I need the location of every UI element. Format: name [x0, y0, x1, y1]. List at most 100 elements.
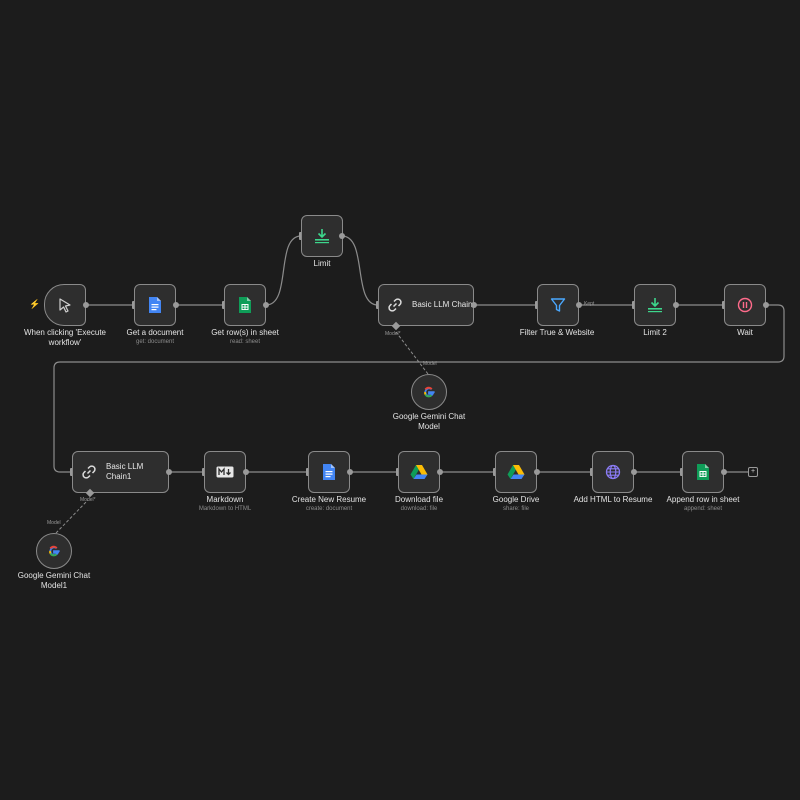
cursor-icon: [57, 297, 73, 313]
node-create-new-resume[interactable]: [308, 451, 350, 493]
google-g-icon: [47, 544, 61, 558]
google-drive-icon: [410, 464, 428, 480]
download-output-port[interactable]: [437, 469, 443, 475]
google-docs-icon: [322, 463, 336, 481]
chain1-output-port[interactable]: [166, 469, 172, 475]
chain-label: Basic LLM Chain: [412, 300, 473, 309]
chain-link-icon: [81, 464, 97, 480]
filter-output-port[interactable]: [576, 302, 582, 308]
getdoc-label: Get a document: [126, 328, 184, 337]
markdown-input-port[interactable]: [202, 468, 205, 476]
getrows-sub: read: sheet: [229, 339, 261, 345]
node-google-gemini1[interactable]: [36, 533, 72, 569]
pause-icon: [737, 297, 753, 313]
create-sub: create: document: [305, 506, 353, 512]
getdoc-input-port[interactable]: [132, 301, 135, 309]
limit2-label: Limit 2: [643, 328, 667, 337]
add-node-plus-button[interactable]: +: [748, 467, 758, 477]
chain-output-port[interactable]: [471, 302, 477, 308]
limit2-output-port[interactable]: [673, 302, 679, 308]
getrows-input-port[interactable]: [222, 301, 225, 309]
append-label: Append row in sheet: [666, 495, 740, 504]
gemini1-port-label: Model: [47, 520, 61, 526]
limit-label: Limit: [313, 259, 331, 268]
trigger-label: When clicking 'Execute workflow': [23, 328, 106, 347]
getdoc-output-port[interactable]: [173, 302, 179, 308]
wire-limit-chain: [341, 235, 379, 306]
limit2-input-port[interactable]: [632, 301, 635, 309]
download-input-port[interactable]: [396, 468, 399, 476]
chain-model-port-label: Model*: [385, 331, 401, 337]
node-google-drive[interactable]: [495, 451, 537, 493]
chain1-input-port[interactable]: [70, 468, 73, 476]
node-basic-llm-chain[interactable]: Basic LLM Chain: [378, 284, 474, 326]
drive-input-port[interactable]: [493, 468, 496, 476]
node-wait[interactable]: [724, 284, 766, 326]
node-manual-trigger[interactable]: [44, 284, 86, 326]
node-add-html[interactable]: [592, 451, 634, 493]
chain1-label: Basic LLM Chain1: [106, 462, 144, 481]
node-get-document[interactable]: [134, 284, 176, 326]
filter-label: Filter True & Website: [519, 328, 595, 337]
getdoc-sub: get: document: [135, 339, 175, 345]
node-basic-llm-chain1[interactable]: Basic LLM Chain1: [72, 451, 169, 493]
gemini-label: Google Gemini Chat Model: [392, 412, 466, 431]
create-output-port[interactable]: [347, 469, 353, 475]
append-sub: append: sheet: [683, 506, 723, 512]
globe-icon: [605, 464, 621, 480]
trigger-output-port[interactable]: [83, 302, 89, 308]
chain-link-icon: [387, 297, 403, 313]
drive-label: Google Drive: [492, 495, 540, 504]
node-filter[interactable]: [537, 284, 579, 326]
addhtml-output-port[interactable]: [631, 469, 637, 475]
wire-wait-chain1: [53, 304, 785, 473]
download-label: Download file: [394, 495, 444, 504]
wait-input-port[interactable]: [722, 301, 725, 309]
append-input-port[interactable]: [680, 468, 683, 476]
markdown-icon: [216, 466, 234, 478]
google-g-icon: [422, 385, 436, 399]
node-markdown[interactable]: [204, 451, 246, 493]
node-append-row[interactable]: [682, 451, 724, 493]
gemini1-label: Google Gemini Chat Model1: [17, 571, 91, 590]
node-get-rows[interactable]: [224, 284, 266, 326]
addhtml-input-port[interactable]: [590, 468, 593, 476]
google-sheets-icon: [238, 296, 252, 314]
chain-input-port[interactable]: [376, 301, 379, 309]
filter-icon: [550, 297, 566, 313]
limit-output-port[interactable]: [339, 233, 345, 239]
limit-icon: [313, 228, 331, 244]
wire-gemini-chain: [395, 331, 429, 375]
node-download-file[interactable]: [398, 451, 440, 493]
node-limit-2[interactable]: [634, 284, 676, 326]
trigger-bolt-icon: ⚡: [29, 299, 41, 309]
download-sub: download: file: [400, 506, 438, 512]
gemini-port-label: Model: [423, 361, 437, 367]
limit-icon: [646, 297, 664, 313]
append-output-port[interactable]: [721, 469, 727, 475]
drive-sub: share: file: [502, 506, 530, 512]
filter-input-port[interactable]: [535, 301, 538, 309]
node-limit[interactable]: [301, 215, 343, 257]
wait-output-port[interactable]: [763, 302, 769, 308]
wire-getrows-limit: [265, 235, 302, 306]
node-google-gemini[interactable]: [411, 374, 447, 410]
getrows-label: Get row(s) in sheet: [211, 328, 279, 337]
wait-label: Wait: [737, 328, 753, 337]
google-sheets-icon: [696, 463, 710, 481]
google-docs-icon: [148, 296, 162, 314]
limit-input-port[interactable]: [299, 232, 302, 240]
wire-gemini1-chain1: [55, 499, 89, 534]
drive-output-port[interactable]: [534, 469, 540, 475]
create-input-port[interactable]: [306, 468, 309, 476]
addhtml-label: Add HTML to Resume: [573, 495, 653, 504]
google-drive-icon: [507, 464, 525, 480]
filter-branch-label: Kept: [584, 301, 595, 307]
markdown-output-port[interactable]: [243, 469, 249, 475]
chain1-model-port-label: Model*: [80, 497, 96, 503]
markdown-sub: Markdown to HTML: [198, 506, 252, 512]
getrows-output-port[interactable]: [263, 302, 269, 308]
markdown-label: Markdown: [206, 495, 244, 504]
create-label: Create New Resume: [291, 495, 367, 504]
